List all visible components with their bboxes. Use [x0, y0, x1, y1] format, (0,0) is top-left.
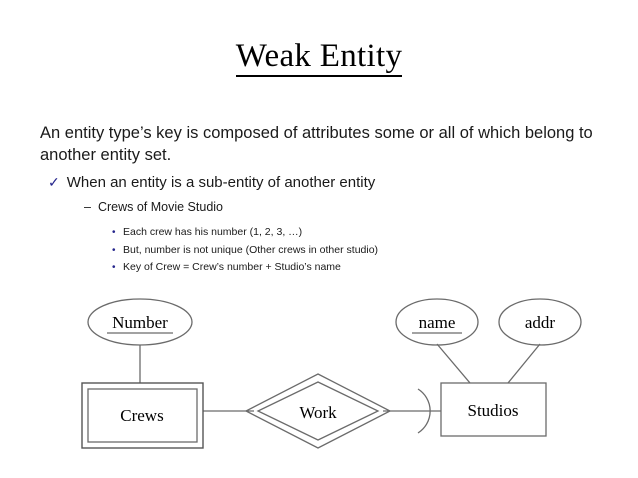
- ellipse-number: [87, 298, 193, 346]
- label-work: Work: [299, 403, 337, 422]
- er-diagram: Number name addr Crews Work Studios: [0, 282, 638, 472]
- bullet-level3-label: But, number is not unique (Other crews i…: [123, 243, 379, 256]
- lead-paragraph: An entity type’s key is composed of attr…: [40, 124, 593, 164]
- en-dash-icon: –: [84, 200, 91, 214]
- label-addr: addr: [525, 313, 556, 332]
- bullet-level1-label: When an entity is a sub-entity of anothe…: [66, 174, 376, 191]
- edge-name-studios: [436, 343, 471, 384]
- rect-crews-inner: [87, 388, 198, 443]
- ellipse-addr: [498, 298, 582, 346]
- bullet-level3-list: • Each crew has his number (1, 2, 3, …) •…: [112, 224, 552, 277]
- label-name: name: [419, 313, 456, 332]
- list-item: • Each crew has his number (1, 2, 3, …): [112, 224, 552, 242]
- rect-crews-outer: [81, 382, 204, 449]
- label-crews: Crews: [120, 406, 163, 425]
- bullet-level2: –Crews of Movie Studio: [84, 198, 544, 217]
- edge-addr-studios: [507, 343, 541, 384]
- bullet-dot-icon: •: [112, 244, 116, 256]
- bullet-level1: ✓ When an entity is a sub-entity of anoth…: [48, 172, 568, 193]
- diamond-work-outer: [244, 373, 392, 449]
- rect-studios: [440, 382, 547, 437]
- rounded-arrow-icon: [417, 388, 431, 434]
- bullet-level3-label: Key of Crew = Crew’s number + Studio’s n…: [123, 261, 341, 273]
- page-title: Weak Entity: [0, 36, 638, 77]
- label-number: Number: [112, 313, 168, 332]
- page-title-text: Weak Entity: [235, 38, 403, 77]
- bullet-level2-label: Crews of Movie Studio: [97, 200, 224, 214]
- list-item: • Key of Crew = Crew’s number + Studio’s …: [112, 259, 552, 277]
- bullet-dot-icon: •: [112, 227, 116, 238]
- label-studios: Studios: [467, 401, 518, 420]
- diamond-work-inner: [256, 381, 380, 441]
- bullet-level3-label: Each crew has his number (1, 2, 3, …): [123, 226, 303, 238]
- list-item: • But, number is not unique (Other crews …: [112, 242, 552, 260]
- check-mark-icon: ✓: [48, 174, 60, 190]
- ellipse-name: [395, 298, 479, 346]
- bullet-dot-icon: •: [112, 262, 116, 273]
